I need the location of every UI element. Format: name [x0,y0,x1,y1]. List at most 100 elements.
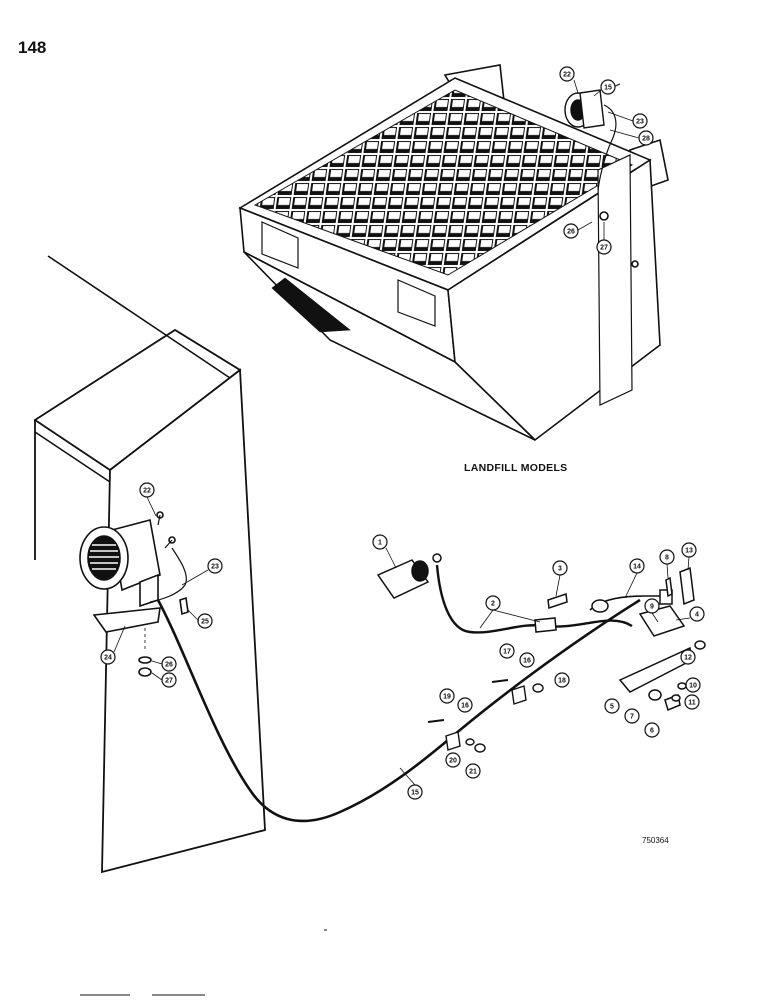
callout-23-upper: 23 [632,113,648,129]
callout-27-lower: 27 [161,672,177,688]
washer-20 [465,738,475,746]
nut-18 [532,683,544,693]
callout-19: 19 [439,688,455,704]
nut-27 [138,667,152,677]
relay-cap [411,560,429,582]
landfill-radiator-guard [238,64,669,442]
callout-18: 18 [554,672,570,688]
cabinet-top-lip [34,431,111,483]
callout-1: 1 [372,534,388,550]
bottom-scan-marks [80,929,327,996]
svg-text:18: 18 [558,678,566,685]
svg-text:15: 15 [604,85,612,92]
callout-17: 17 [499,643,515,659]
svg-text:3: 3 [558,566,562,573]
cabinet-horn-grille [87,535,121,581]
callout-22-upper: 22 [559,66,575,82]
svg-text:5: 5 [610,704,614,711]
callout-22-lower: 22 [139,482,155,498]
guard-side-plate [597,154,633,406]
guard-window-left [261,221,299,269]
callout-26-lower: 26 [161,656,177,672]
washer-26 [138,656,152,664]
callout-2: 2 [485,595,501,611]
lockwasher-11 [671,694,681,702]
guard-shadow-slats [271,277,351,333]
landfill-horn-body [579,89,605,129]
svg-text:15: 15 [411,790,419,797]
nut-10 [677,682,687,690]
cable-clamps [427,679,544,753]
svg-text:22: 22 [563,72,571,79]
callout-10: 10 [685,677,701,693]
callout-16-upper: 16 [519,652,535,668]
horn-cable-15 [156,598,641,823]
nut-12 [694,640,706,650]
clamp-16-lower [445,731,461,751]
callout-13: 13 [681,542,697,558]
horn-mount-bracket [92,607,161,633]
landfill-models-caption: LANDFILL MODELS [464,462,568,474]
svg-text:28: 28 [642,136,650,143]
callout-14: 14 [629,558,645,574]
nut-21 [474,743,486,753]
cabinet-horn [79,511,189,677]
svg-text:2: 2 [491,601,495,608]
svg-text:1: 1 [378,540,382,547]
svg-text:16: 16 [523,658,531,665]
callout-11: 11 [684,694,700,710]
svg-text:8: 8 [665,555,669,562]
callout-15-lower: 15 [407,784,423,800]
callout-21: 21 [465,763,481,779]
callout-6: 6 [644,722,660,738]
callout-3: 3 [552,560,568,576]
svg-text:21: 21 [469,769,477,776]
landfill-horn [564,83,621,191]
page-number: 148 [18,38,47,57]
svg-text:23: 23 [211,564,219,571]
leader-lines [113,79,691,786]
svg-text:4: 4 [695,612,699,619]
drawing-number: 750364 [642,836,669,845]
cable-connector [534,617,557,633]
bolt-17 [491,679,509,683]
svg-text:17: 17 [503,649,511,656]
guard-window-right [397,279,436,327]
svg-text:6: 6 [650,728,654,735]
relay-assembly [376,553,660,634]
svg-text:27: 27 [600,245,608,252]
svg-text:14: 14 [633,564,641,571]
guard-bracket-hole [599,211,609,221]
callout-24: 24 [100,649,116,665]
svg-text:16: 16 [461,703,469,710]
cabinet-back-edge [47,255,231,379]
callout-20: 20 [445,752,461,768]
callout-27-upper: 27 [596,239,612,255]
guard-grille [253,89,634,276]
callout-15-upper: 15 [600,79,616,95]
clamp-16-upper [511,685,527,705]
screw-8 [665,576,673,598]
callout-26-upper: 26 [563,223,579,239]
svg-text:22: 22 [143,488,151,495]
cable-2 [435,564,633,634]
switch-plate-13 [679,566,695,606]
svg-text:11: 11 [688,700,696,707]
callout-16-lower: 16 [457,697,473,713]
svg-text:27: 27 [165,678,173,685]
callout-4: 4 [689,606,705,622]
callout-25: 25 [197,613,213,629]
callout-12: 12 [680,649,696,665]
bolt-25 [179,596,189,616]
terminal-3 [547,592,568,610]
svg-text:7: 7 [630,714,634,721]
lever-clevis [591,599,609,613]
callout-9: 9 [644,598,660,614]
svg-text:20: 20 [449,758,457,765]
svg-text:13: 13 [685,548,693,555]
svg-text:26: 26 [165,662,173,669]
svg-text:12: 12 [684,655,692,662]
washer-7 [648,689,662,701]
